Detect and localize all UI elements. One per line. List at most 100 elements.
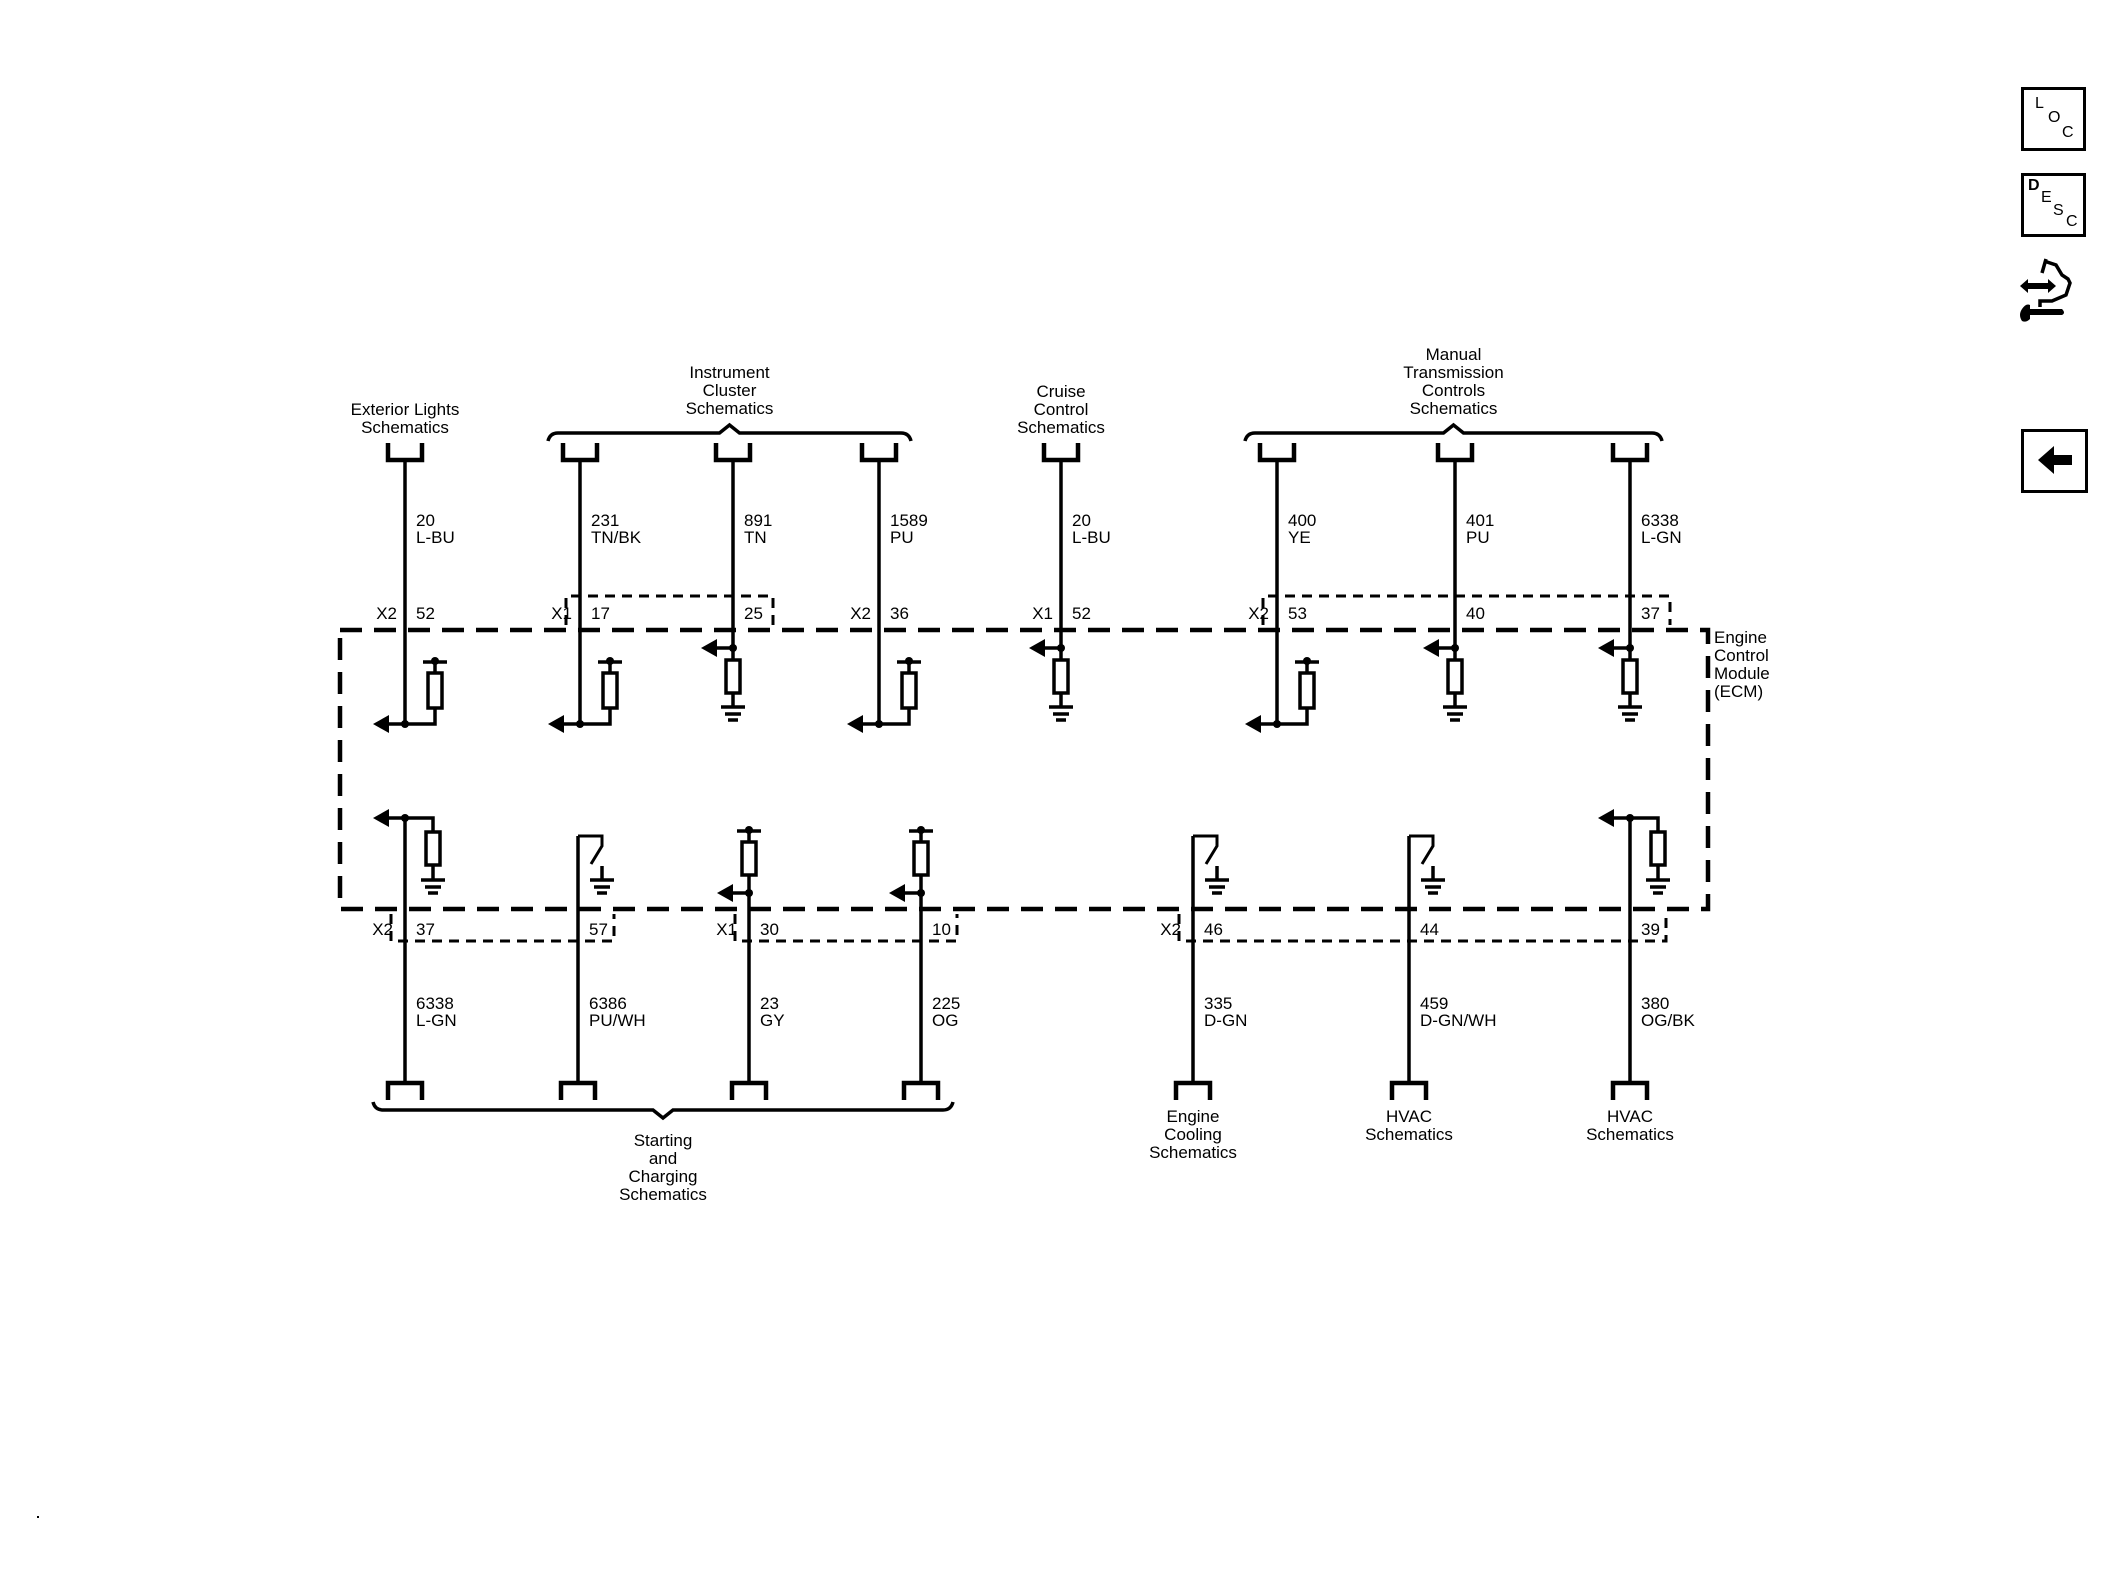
bottom-group-label[interactable]: StartingandChargingSchematics <box>373 1102 953 1204</box>
resistor-symbol <box>426 832 440 865</box>
switch-symbol <box>578 836 602 864</box>
schematic-link-label: Schematics <box>1365 1125 1453 1144</box>
pin-number: 46 <box>1204 920 1223 939</box>
bottom-group-label[interactable]: EngineCoolingSchematics <box>1149 1107 1237 1162</box>
schematic-link-label: Instrument <box>689 363 770 382</box>
description-icon-c: C <box>2066 214 2078 230</box>
schematic-link-label: Engine <box>1167 1107 1220 1126</box>
bottom-group-label[interactable]: HVACSchematics <box>1365 1107 1453 1144</box>
harness-connector-icon <box>388 1083 422 1100</box>
harness-connector-icon <box>388 443 422 460</box>
schematic-link-label: Schematics <box>361 418 449 437</box>
signal-arrow-icon <box>717 884 733 902</box>
harness-connector-icon <box>1176 1083 1210 1100</box>
connector-id: X1 <box>551 604 572 623</box>
signal-arrow-icon <box>1598 639 1614 657</box>
signal-arrow-icon <box>701 639 717 657</box>
schematic-link-label: Starting <box>634 1131 693 1150</box>
pin-number: 39 <box>1641 920 1660 939</box>
switch-symbol <box>1193 836 1217 864</box>
wire-color: GY <box>760 1011 785 1030</box>
pin-number: 52 <box>1072 604 1091 623</box>
pin-number: 37 <box>416 920 435 939</box>
top-group-label[interactable]: InstrumentClusterSchematics <box>548 363 911 441</box>
bottom-circuit-380[interactable]: 380OG/BK39 <box>1598 809 1696 1100</box>
bottom-circuit-6338[interactable]: 6338L-GNX237 <box>372 809 456 1100</box>
bottom-circuit-459[interactable]: 459D-GN/WH44 <box>1392 836 1496 1100</box>
pin-number: 37 <box>1641 604 1660 623</box>
bottom-circuit-335[interactable]: 335D-GNX246 <box>1160 836 1247 1100</box>
ecm-label-line: Module <box>1714 664 1770 683</box>
pin-number: 52 <box>416 604 435 623</box>
signal-arrow-icon <box>373 715 389 733</box>
resistor-symbol <box>914 842 928 875</box>
resistor-symbol <box>1448 660 1462 693</box>
ecm-dashed-boundary <box>340 630 1708 909</box>
top-circuit-400[interactable]: 400YEX253 <box>1245 443 1319 733</box>
top-circuit-20[interactable]: 20L-BUX252 <box>373 443 455 733</box>
pin-number: 40 <box>1466 604 1485 623</box>
wire-color: L-BU <box>1072 528 1111 547</box>
top-circuit-231[interactable]: 231TN/BKX117 <box>548 443 642 733</box>
schematic-link-label: Cluster <box>703 381 757 400</box>
pin-number: 30 <box>760 920 779 939</box>
top-circuit-401[interactable]: 401PU40 <box>1423 443 1494 720</box>
top-group-label[interactable]: Exterior LightsSchematics <box>351 400 460 437</box>
harness-connector-icon <box>904 1083 938 1100</box>
wire-color: OG <box>932 1011 958 1030</box>
top-group-label[interactable]: ManualTransmissionControlsSchematics <box>1245 345 1662 441</box>
ecm-label-line: (ECM) <box>1714 682 1763 701</box>
harness-connector-icon <box>1438 443 1472 460</box>
bottom-circuit-225[interactable]: 225OG10 <box>889 826 960 1100</box>
top-circuit-20[interactable]: 20L-BUX152 <box>1029 443 1111 720</box>
resistor-symbol <box>1651 832 1665 865</box>
harness-connector-icon <box>862 443 896 460</box>
harness-connector-icon <box>716 443 750 460</box>
signal-arrow-icon <box>847 715 863 733</box>
switch-symbol <box>1409 836 1433 864</box>
top-circuit-1589[interactable]: 1589PUX236 <box>847 443 928 733</box>
resistor-symbol <box>428 673 442 708</box>
harness-connector-icon <box>1613 443 1647 460</box>
loc-button[interactable]: L O C <box>2021 87 2086 151</box>
top-circuits: 20L-BUX252231TN/BKX117891TN251589PUX2362… <box>351 345 1682 733</box>
ecm-label-line: Control <box>1714 646 1769 665</box>
wire-color: TN/BK <box>591 528 642 547</box>
schematic-link-label: HVAC <box>1386 1107 1432 1126</box>
ecm-label-line: Engine <box>1714 628 1767 647</box>
desc-button[interactable]: D E S C <box>2021 173 2086 237</box>
resistor-symbol <box>726 660 740 693</box>
bottom-circuit-6386[interactable]: 6386PU/WH57 <box>561 836 646 1100</box>
schematic-link-label: Schematics <box>686 399 774 418</box>
wire-color: D-GN/WH <box>1420 1011 1496 1030</box>
harness-connector-icon <box>1260 443 1294 460</box>
location-icon-c: C <box>2062 125 2074 141</box>
wire-color: PU <box>1466 528 1490 547</box>
schematic-link-label: Schematics <box>1149 1143 1237 1162</box>
wire-color: OG/BK <box>1641 1011 1696 1030</box>
schematic-link-label: Schematics <box>619 1185 707 1204</box>
wire-color: D-GN <box>1204 1011 1247 1030</box>
top-circuit-6338[interactable]: 6338L-GN37 <box>1598 443 1682 720</box>
harness-connector-icon <box>732 1083 766 1100</box>
schematic-link-label: Charging <box>629 1167 698 1186</box>
back-arrow-icon <box>2024 432 2085 490</box>
schematic-link-label: Transmission <box>1403 363 1503 382</box>
description-icon-s: S <box>2053 203 2064 219</box>
signal-arrow-icon <box>548 715 564 733</box>
ecm-module-label: EngineControlModule(ECM) <box>1714 628 1770 701</box>
pin-number: 25 <box>744 604 763 623</box>
connector-view-button[interactable] <box>2010 253 2090 333</box>
schematic-link-label: Exterior Lights <box>351 400 460 419</box>
pin-number: 57 <box>589 920 608 939</box>
bottom-circuit-23[interactable]: 23GYX130 <box>716 826 784 1100</box>
schematic-link-label: Control <box>1034 400 1089 419</box>
top-group-label[interactable]: CruiseControlSchematics <box>1017 382 1105 437</box>
schematic-link-label: Manual <box>1426 345 1482 364</box>
harness-connector-icon <box>1392 1083 1426 1100</box>
schematic-link-label: Schematics <box>1017 418 1105 437</box>
top-circuit-891[interactable]: 891TN25 <box>701 443 772 720</box>
bottom-group-label[interactable]: HVACSchematics <box>1586 1107 1674 1144</box>
signal-arrow-icon <box>889 884 905 902</box>
back-button[interactable] <box>2021 429 2088 493</box>
